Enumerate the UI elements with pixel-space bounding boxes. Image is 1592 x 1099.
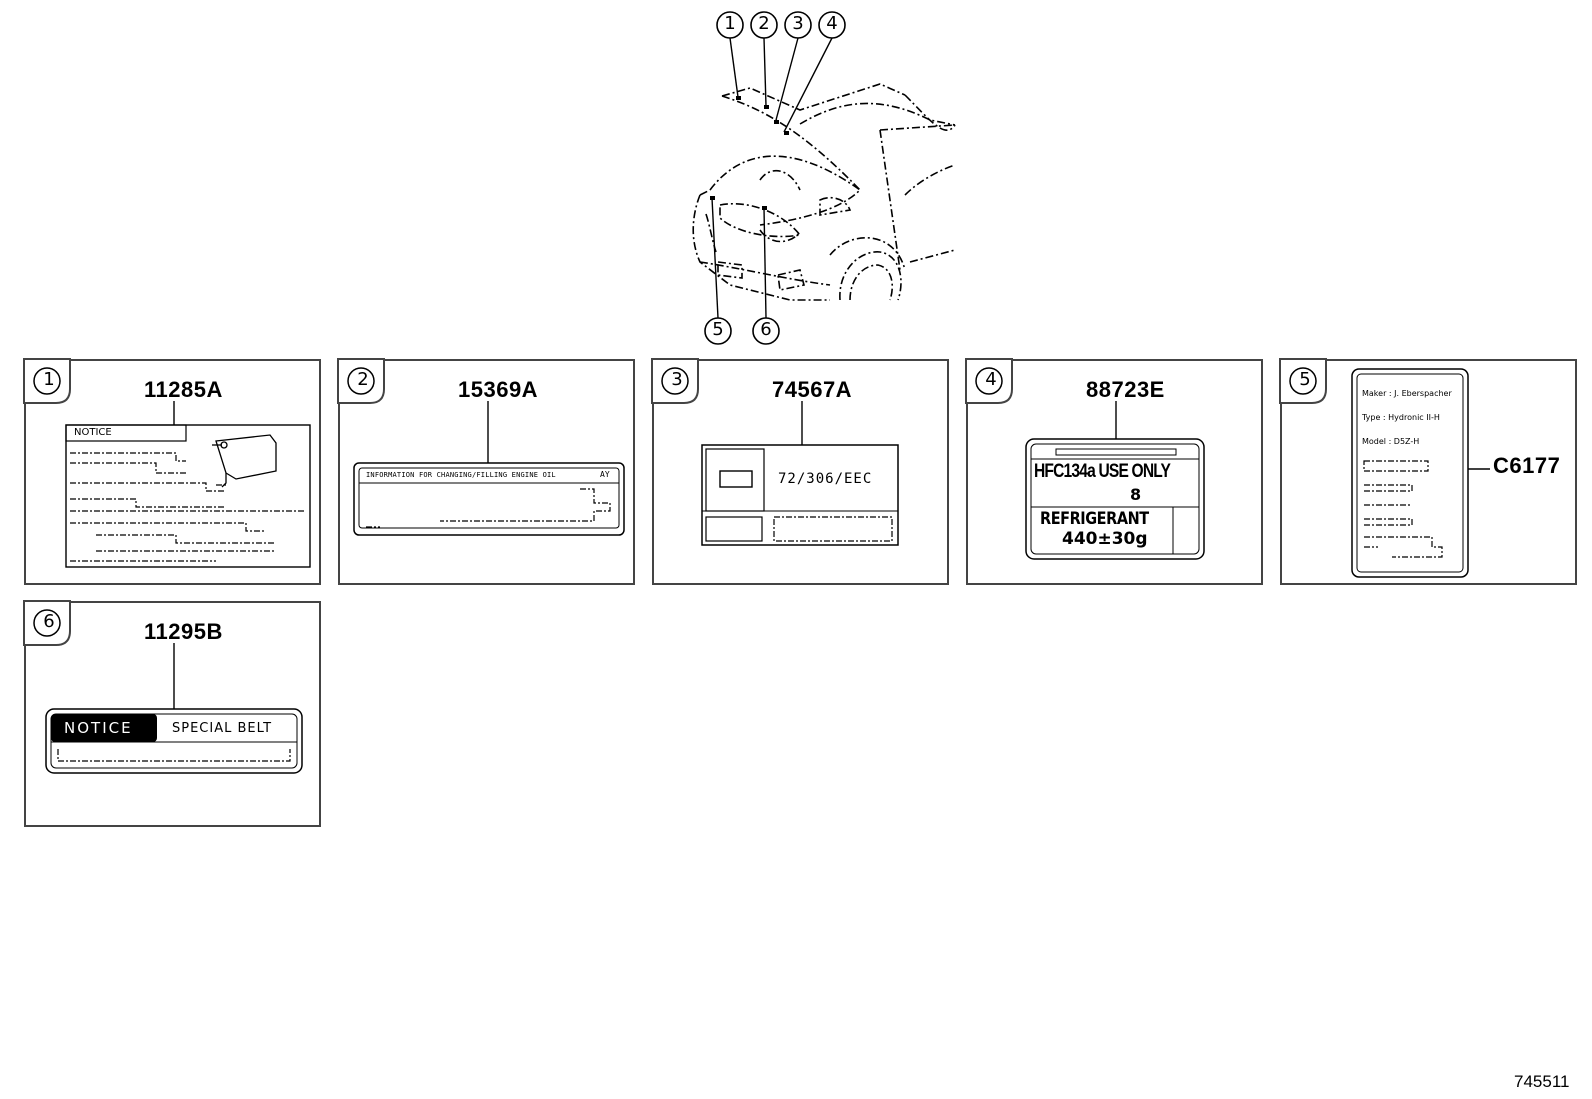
label-refrigerant-text: REFRIGERANT	[1040, 509, 1149, 529]
label-oil-info-text: INFORMATION FOR CHANGING/FILLING ENGINE …	[366, 471, 556, 479]
part-number: 74567A	[772, 377, 853, 402]
figure-id: 745511	[1514, 1072, 1570, 1091]
panel-number-tab	[23, 600, 71, 646]
label-illustration	[45, 643, 303, 774]
panel-1: 1 11285A NOTICE	[23, 358, 321, 585]
label-eec-text: 72/306/EEC	[778, 471, 873, 487]
label-type-text: Type : Hydronic II-H	[1362, 413, 1440, 422]
panel-5: 5 C6177 Maker : J. Eberspacher Type : Hy…	[1279, 358, 1577, 585]
panel-number-tab	[965, 358, 1013, 404]
label-illustration	[353, 401, 625, 536]
panel-3: 3 74567A 72/306/EEC	[651, 358, 949, 585]
part-number: C6177	[1493, 453, 1561, 478]
panel-number-tab	[651, 358, 699, 404]
panel-4: 4 88723E HFC134a USE ONLY 8 REFRIGERANT …	[965, 358, 1263, 585]
label-refrigerant-amount: 440±30g	[1062, 529, 1148, 549]
panel-number-tab	[337, 358, 385, 404]
label-illustration	[701, 401, 899, 546]
part-number: 11285A	[144, 377, 223, 402]
label-illustration	[1025, 401, 1205, 560]
panel-number: 4	[985, 369, 997, 390]
label-oil-code: AY	[600, 470, 610, 479]
part-number: 11295B	[144, 619, 223, 644]
callout-6: 6	[751, 316, 781, 346]
car-overview-illustration	[692, 37, 956, 319]
label-maker-text: Maker : J. Eberspacher	[1362, 389, 1452, 398]
part-number: 15369A	[458, 377, 539, 402]
callout-5: 5	[703, 316, 733, 346]
panel-number: 6	[43, 611, 55, 632]
panel-number: 3	[671, 369, 683, 390]
callout-1: 1	[715, 10, 745, 40]
callout-3: 3	[783, 10, 813, 40]
label-hfc-text: HFC134a USE ONLY	[1034, 461, 1171, 482]
label-oil-grade: 8	[1130, 485, 1142, 504]
label-special-belt-text: SPECIAL BELT	[172, 721, 273, 736]
panel-number-tab	[1279, 358, 1327, 404]
panel-6: 6 11295B NOTICE SPECIAL BELT	[23, 600, 321, 827]
panel-number: 1	[43, 369, 55, 390]
callout-2: 2	[749, 10, 779, 40]
label-notice-text: NOTICE	[74, 427, 112, 438]
panel-number-tab	[23, 358, 71, 404]
panel-number: 5	[1299, 369, 1311, 390]
part-number: 88723E	[1086, 377, 1165, 402]
panel-number: 2	[357, 369, 369, 390]
label-illustration	[1351, 368, 1490, 578]
callout-4: 4	[817, 10, 847, 40]
label-notice-text: NOTICE	[64, 719, 133, 737]
label-model-text: Model : D5Z-H	[1362, 437, 1420, 446]
panel-2: 2 15369A INFORMATION FOR CHANGING/FILLIN…	[337, 358, 635, 585]
label-illustration	[65, 401, 311, 568]
